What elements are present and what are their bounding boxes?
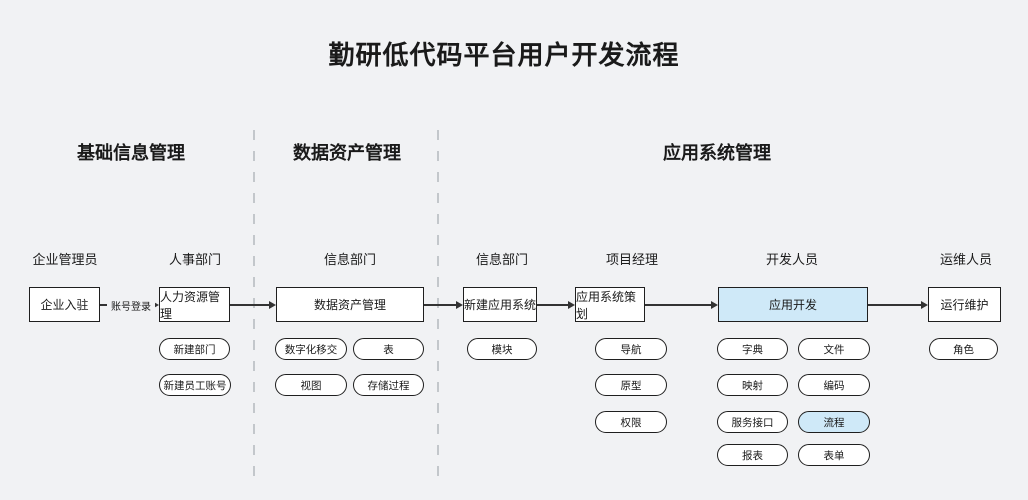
pill-dictionary: 字典 bbox=[717, 338, 788, 360]
flow-arrow-2 bbox=[230, 301, 276, 308]
pill-module: 模块 bbox=[467, 338, 537, 360]
pill-new-department: 新建部门 bbox=[159, 338, 230, 360]
node-operation-maintenance: 运行维护 bbox=[928, 287, 1001, 322]
role-label-hr-department: 人事部门 bbox=[168, 252, 221, 267]
pill-process: 流程 bbox=[798, 411, 870, 433]
edge-label-account-login: 账号登录 bbox=[107, 298, 155, 313]
section-header-basic-info: 基础信息管理 bbox=[77, 143, 185, 163]
node-new-app-system: 新建应用系统 bbox=[463, 287, 537, 322]
pill-table: 表 bbox=[353, 338, 424, 360]
role-label-info-department-1: 信息部门 bbox=[323, 252, 376, 267]
page-title: 勤研低代码平台用户开发流程 bbox=[328, 40, 680, 70]
section-divider-1 bbox=[253, 130, 255, 483]
flow-arrow-3 bbox=[424, 301, 463, 308]
node-app-system-planning: 应用系统策划 bbox=[575, 287, 645, 322]
node-app-development: 应用开发 bbox=[718, 287, 868, 322]
role-label-developer: 开发人员 bbox=[765, 252, 818, 267]
pill-stored-procedure: 存储过程 bbox=[353, 374, 424, 396]
pill-form: 表单 bbox=[798, 444, 870, 466]
pill-report: 报表 bbox=[717, 444, 788, 466]
pill-permission: 权限 bbox=[595, 411, 667, 433]
section-header-app-system: 应用系统管理 bbox=[663, 143, 771, 163]
section-header-data-asset: 数据资产管理 bbox=[293, 143, 401, 163]
pill-service-interface: 服务接口 bbox=[717, 411, 788, 433]
pill-new-employee-account: 新建员工账号 bbox=[159, 374, 231, 396]
pill-role: 角色 bbox=[929, 338, 998, 360]
node-enterprise-entry: 企业入驻 bbox=[29, 287, 100, 322]
pill-file: 文件 bbox=[798, 338, 870, 360]
flow-arrow-6 bbox=[868, 301, 928, 308]
section-divider-2 bbox=[437, 130, 439, 483]
pill-prototype: 原型 bbox=[595, 374, 667, 396]
flow-arrow-5 bbox=[645, 301, 718, 308]
node-hr-management: 人力资源管理 bbox=[159, 287, 230, 322]
role-label-project-manager: 项目经理 bbox=[605, 252, 658, 267]
pill-coding: 编码 bbox=[798, 374, 870, 396]
pill-mapping: 映射 bbox=[717, 374, 788, 396]
pill-view: 视图 bbox=[275, 374, 347, 396]
pill-digital-handover: 数字化移交 bbox=[275, 338, 347, 360]
node-data-asset-management: 数据资产管理 bbox=[276, 287, 424, 322]
role-label-enterprise-admin: 企业管理员 bbox=[32, 252, 98, 267]
role-label-info-department-2: 信息部门 bbox=[475, 252, 528, 267]
pill-navigation: 导航 bbox=[595, 338, 667, 360]
flow-arrow-4 bbox=[537, 301, 575, 308]
role-label-ops-staff: 运维人员 bbox=[939, 252, 992, 267]
